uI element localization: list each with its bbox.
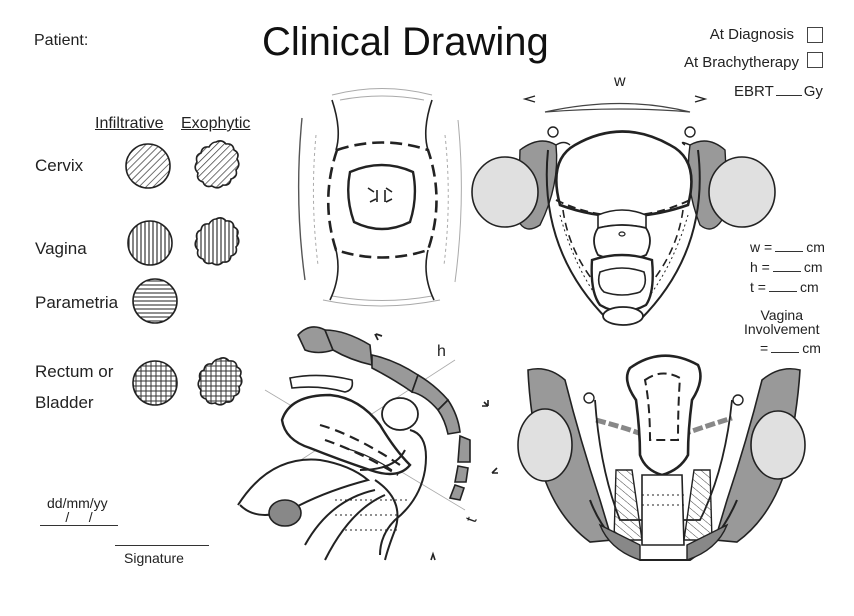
vagina-involvement-blank[interactable] bbox=[771, 340, 800, 353]
row-label-parametria: Parametria bbox=[35, 293, 119, 312]
signature-label: Signature bbox=[124, 550, 184, 566]
vagina-involvement-field[interactable]: = cm bbox=[760, 340, 821, 355]
at-brachytherapy-checkbox[interactable] bbox=[807, 52, 823, 68]
patient-label: Patient: bbox=[34, 32, 89, 49]
at-brachytherapy-label: At Brachytherapy bbox=[683, 54, 799, 71]
h-measurement-field[interactable]: h = cm bbox=[750, 259, 823, 274]
infiltrative-header: Infiltrative bbox=[95, 115, 164, 132]
h-dimension-label: h bbox=[437, 343, 446, 360]
t-measurement-unit: cm bbox=[799, 279, 819, 295]
row-label-bladder: Bladder bbox=[35, 393, 94, 412]
vagina-involvement-eq: = bbox=[760, 340, 769, 356]
rectum-bladder-exophytic-symbol bbox=[197, 357, 243, 406]
legend-symbols bbox=[125, 140, 243, 406]
row-label-vagina: Vagina bbox=[35, 239, 87, 258]
t-measurement-label: t = bbox=[750, 279, 766, 295]
h-measurement-unit: cm bbox=[803, 259, 823, 275]
w-measurement-blank[interactable] bbox=[775, 239, 804, 252]
vagina-exophytic-symbol bbox=[194, 217, 240, 266]
ebrt-label: EBRT bbox=[734, 83, 774, 100]
w-measurement-label: w = bbox=[750, 239, 773, 255]
exophytic-header: Exophytic bbox=[181, 115, 251, 132]
vagina-involvement-line1: Vagina bbox=[760, 307, 804, 323]
coronal-view bbox=[517, 354, 806, 561]
cervix-exophytic-symbol bbox=[194, 140, 240, 189]
w-dimension-label: w bbox=[614, 73, 626, 90]
row-label-cervix: Cervix bbox=[35, 156, 84, 175]
cervix-infiltrative-symbol bbox=[125, 143, 171, 189]
page-title: Clinical Drawing bbox=[262, 20, 549, 64]
vagina-involvement-unit: cm bbox=[802, 340, 821, 356]
w-measurement-field[interactable]: w = cm bbox=[750, 239, 825, 254]
sagittal-view bbox=[237, 326, 498, 561]
w-measurement-unit: cm bbox=[806, 239, 825, 255]
ebrt-unit: Gy bbox=[803, 83, 823, 100]
vagina-involvement-label: Vagina Involvement bbox=[744, 308, 819, 336]
ebrt-field[interactable]: EBRT Gy bbox=[734, 82, 823, 99]
at-diagnosis-label: At Diagnosis bbox=[709, 26, 794, 43]
parametria-symbol bbox=[132, 278, 178, 324]
date-separators: / / bbox=[65, 509, 93, 525]
date-field[interactable]: / / bbox=[40, 510, 118, 526]
ebrt-blank[interactable] bbox=[775, 82, 802, 96]
transverse-view bbox=[471, 95, 776, 326]
t-measurement-blank[interactable] bbox=[768, 279, 797, 292]
vagina-infiltrative-symbol bbox=[127, 220, 173, 266]
h-measurement-blank[interactable] bbox=[772, 259, 801, 272]
t-measurement-field[interactable]: t = cm bbox=[750, 279, 819, 294]
h-measurement-label: h = bbox=[750, 259, 770, 275]
signature-line[interactable] bbox=[115, 545, 209, 546]
row-label-rectum-or: Rectum or bbox=[35, 362, 114, 381]
rectum-bladder-infiltrative-symbol bbox=[132, 360, 178, 406]
vagina-involvement-line2: Involvement bbox=[744, 321, 820, 337]
cervix-speculum-view bbox=[297, 88, 462, 307]
at-diagnosis-checkbox[interactable] bbox=[807, 27, 823, 43]
date-format-label: dd/mm/yy bbox=[47, 495, 108, 511]
